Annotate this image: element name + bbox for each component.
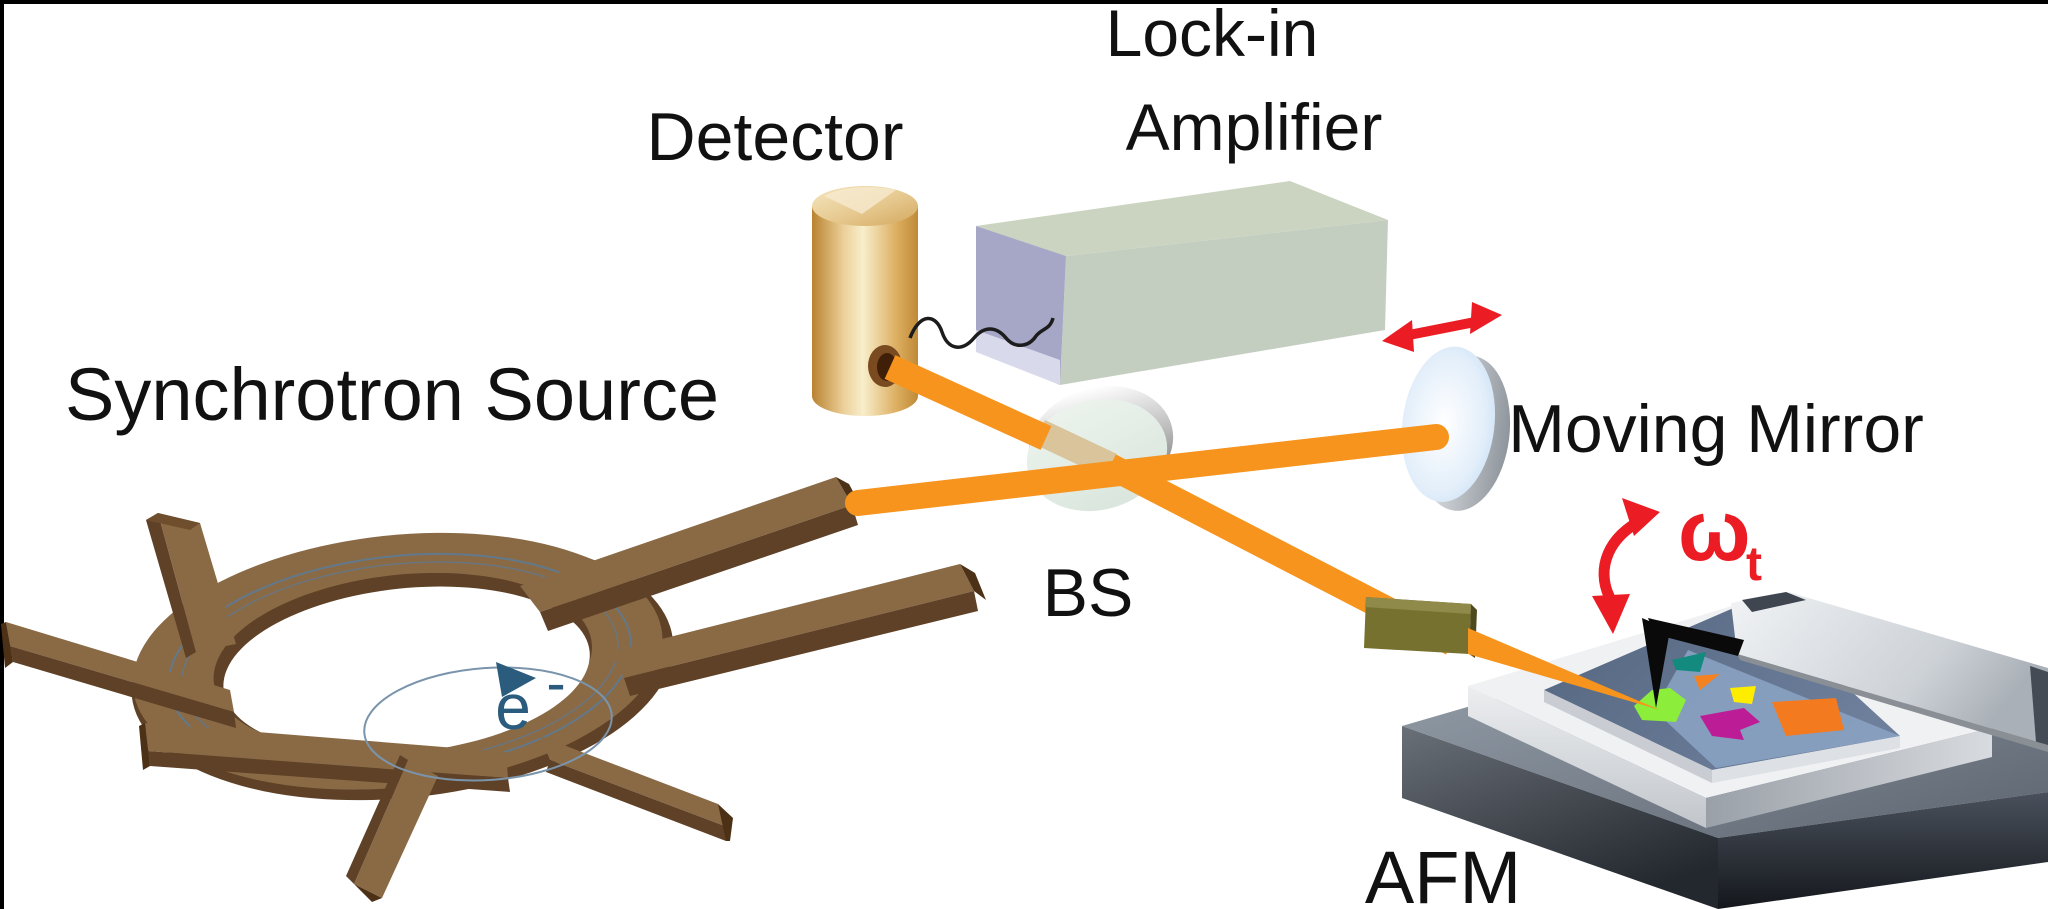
- tip-oscillation-arrow: [1592, 498, 1660, 634]
- beamline-arms: [1, 477, 986, 902]
- frame-top-border: [0, 0, 2048, 4]
- beamline-arm-left: [1, 622, 236, 728]
- signal-wire: [908, 316, 1055, 349]
- label-beam-splitter: BS: [1043, 555, 1134, 631]
- beamline-arm-right: [610, 564, 986, 696]
- sample-flake-green: [1634, 688, 1686, 722]
- beamline-arm-lower-right: [540, 736, 733, 841]
- label-moving-mirror: Moving Mirror: [1508, 391, 1924, 467]
- electron-loop-arrowhead: [496, 662, 536, 697]
- electron-loop-arrow: [363, 666, 613, 782]
- afm-stage: [1402, 598, 2048, 909]
- beam-focused-on-tip: [1468, 628, 1660, 710]
- tip-triangle: [1642, 618, 1670, 708]
- afm-base-front-right: [1718, 792, 2048, 909]
- afm-base-front-left: [1402, 726, 1718, 909]
- frame-left-border: [0, 0, 4, 909]
- afm-tip: [1642, 618, 1744, 708]
- sample-flake-orange-small: [1694, 674, 1720, 690]
- afm-plate-front-right: [1706, 728, 1992, 828]
- label-synchrotron-source: Synchrotron Source: [65, 353, 719, 436]
- cantilever-holder-arm: [1731, 592, 2048, 752]
- sample-plate: [1544, 600, 1900, 783]
- label-afm: AFM: [1365, 836, 1521, 909]
- beam-splitter-to-detector: [884, 355, 1052, 450]
- mirror-scan-arrow: [1382, 302, 1502, 352]
- sample-flake-teal: [1672, 652, 1706, 672]
- afm-plate-front-left: [1468, 686, 1706, 828]
- focusing-mirror-block: [1364, 597, 1477, 658]
- moving-mirror-disc: [1401, 346, 1511, 511]
- electron-path-annotation: e -: [363, 651, 613, 782]
- lockin-front-face: [1060, 220, 1388, 385]
- sample-flake-yellow: [1730, 686, 1756, 704]
- sample-flake-orange-large: [1772, 698, 1844, 736]
- lockin-top-face: [976, 181, 1388, 256]
- electron-charge-label: -: [546, 651, 565, 716]
- label-lockin-line1: Lock-in: [1106, 0, 1319, 70]
- label-lockin-line2: Amplifier: [1126, 90, 1383, 164]
- beamline-arm-bottom: [346, 755, 438, 902]
- label-detector: Detector: [647, 99, 904, 175]
- sample-flake-magenta: [1700, 708, 1760, 740]
- beamline-arm-upper-left: [146, 513, 236, 658]
- label-tip-frequency: ω: [1678, 483, 1751, 579]
- label-tip-frequency-sub: t: [1746, 538, 1762, 591]
- beam-source-to-mirror: [845, 424, 1449, 516]
- tip-cantilever: [1648, 618, 1744, 656]
- electron-label: e: [495, 671, 531, 743]
- lockin-amplifier-box: [976, 181, 1388, 385]
